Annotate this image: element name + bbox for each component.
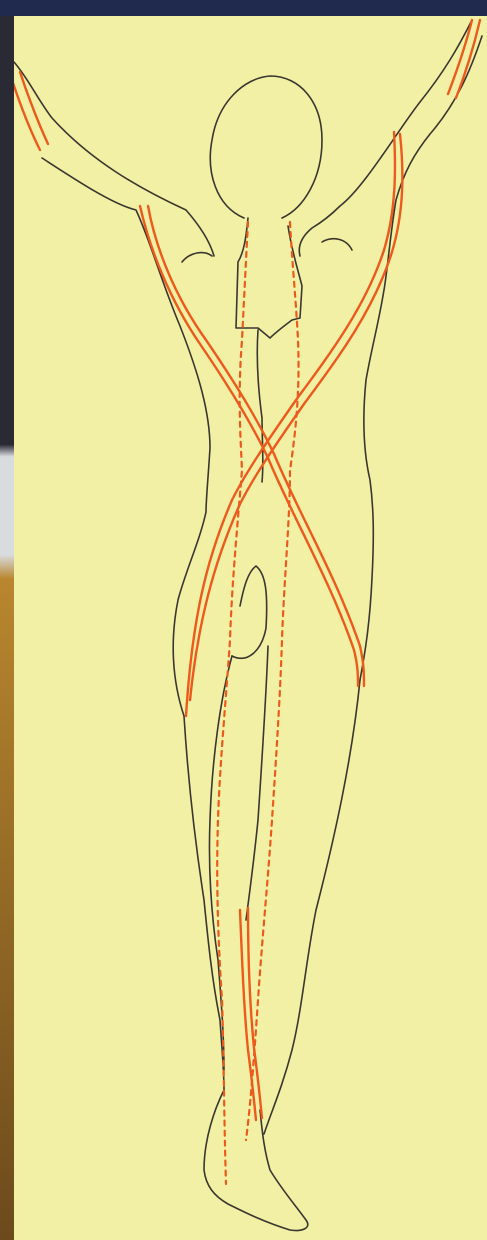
right-scapula-outline [322,239,352,250]
right-leg-outer-outline [264,680,360,1134]
left-scapula-outline [182,253,212,262]
back-x-line-left-to-right-b [148,206,364,686]
buttocks-outline [232,566,267,658]
right-leg-inner-outline [246,646,268,920]
right-torso-outline [360,36,482,680]
neck-hair-outline [236,218,302,338]
left-arm-lower-outline [42,158,210,716]
left-arm-line-b [20,72,48,144]
top-border-band [0,0,487,16]
right-arm-outline [299,20,472,256]
diagram-paper [14,16,487,1240]
left-edge-strip [0,16,14,1240]
left-leg-inner-outline [209,656,232,1070]
spine-outline [257,330,263,482]
left-calf-line-b [248,908,262,1118]
back-x-line-left-to-right [140,206,358,686]
head-outline [210,76,322,218]
left-leg-outer-outline [184,716,308,1231]
spine-line-right [246,222,299,1140]
body-line-diagram [14,16,487,1240]
